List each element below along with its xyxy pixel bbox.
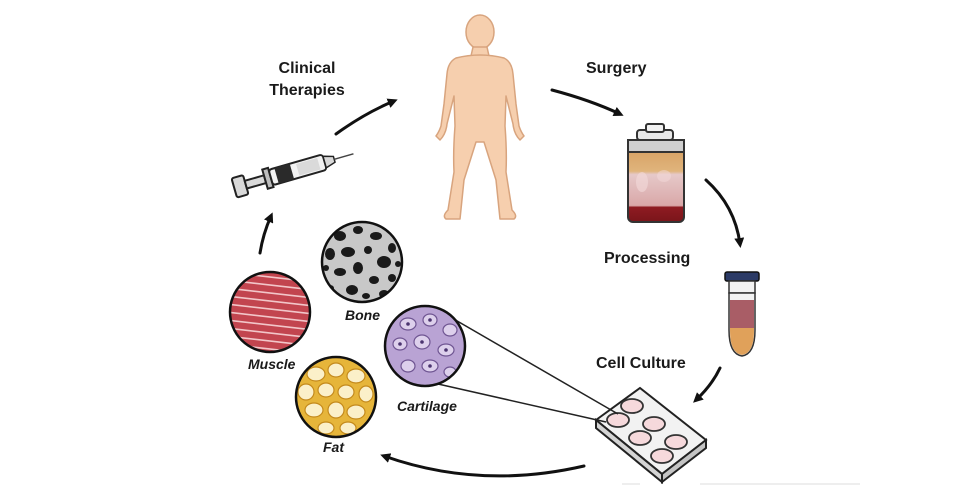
arrow-body-to-surgery — [550, 88, 624, 116]
collection-jar-icon — [627, 123, 685, 223]
label-clinical-therapies: Clinical Therapies — [262, 58, 352, 102]
label-processing: Processing — [604, 250, 691, 267]
well-plate-icon — [594, 386, 708, 485]
label-cell-culture: Cell Culture — [596, 355, 686, 372]
cartilage-tissue-icon — [383, 304, 467, 388]
label-clinical-line2: Therapies — [269, 82, 345, 99]
label-surgery: Surgery — [586, 60, 647, 77]
label-cartilage: Cartilage — [397, 398, 457, 414]
bone-tissue-icon — [320, 220, 404, 304]
arrow-jar-to-processing — [704, 178, 745, 248]
label-clinical-line1: Clinical — [278, 60, 336, 77]
arrow-clinical-to-body — [334, 98, 398, 136]
arrow-tissues-to-syringe — [258, 212, 274, 255]
label-bone: Bone — [345, 307, 380, 323]
label-muscle: Muscle — [248, 356, 296, 372]
human-body-icon — [435, 14, 525, 220]
muscle-tissue-icon — [228, 270, 312, 354]
arrow-culture-to-tissues — [380, 453, 586, 478]
centrifuge-tube-icon — [724, 271, 760, 357]
fat-tissue-icon — [294, 355, 378, 439]
magnification-lines — [437, 317, 619, 423]
arrow-tube-to-culture — [693, 366, 722, 403]
syringe-icon — [230, 153, 354, 199]
cycle-arrows — [258, 88, 745, 478]
label-fat: Fat — [323, 439, 344, 455]
